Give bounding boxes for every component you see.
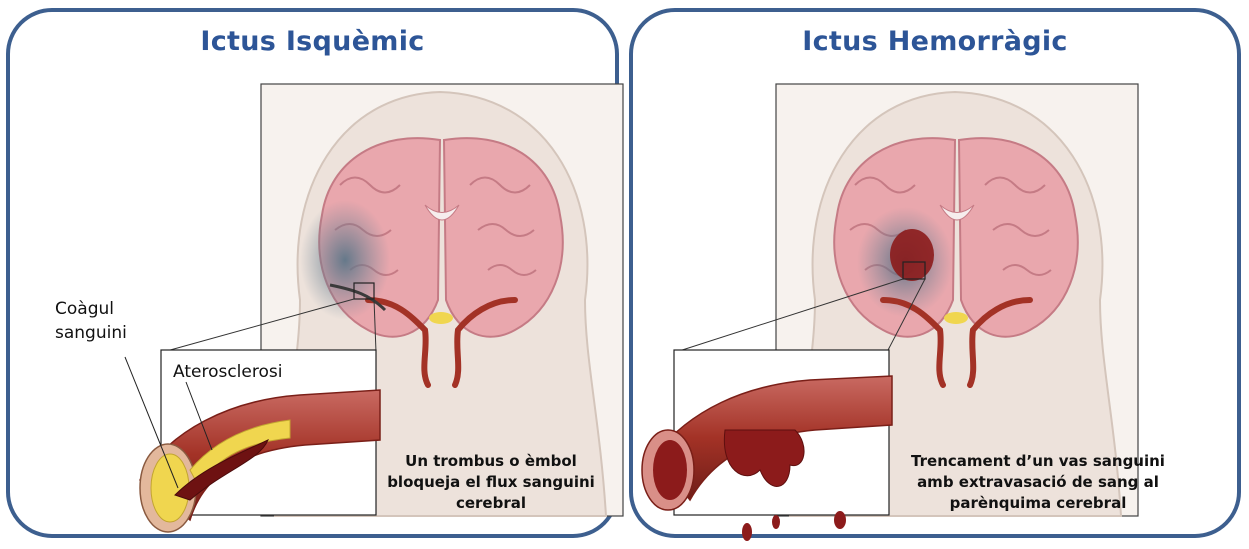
hemorrhagic-caption-line1: Trencament d’un vas sanguini [893,451,1183,472]
ischemic-caption-line2: bloqueja el flux sanguini [383,472,599,493]
hemorrhagic-vessel-inset [642,350,892,541]
hemorrhagic-caption-line3: parènquima cerebral [893,493,1183,514]
hemorrhagic-caption: Trencament d’un vas sanguini amb extrava… [893,451,1183,514]
ischemic-caption-line3: cerebral [383,493,599,514]
hemorrhagic-caption-line2: amb extravasació de sang al [893,472,1183,493]
ischemic-caption: Un trombus o èmbol bloqueja el flux sang… [383,451,599,514]
clot-label-line2: sanguini [55,321,127,345]
ischemic-caption-line1: Un trombus o èmbol [383,451,599,472]
clot-label: Coàgul sanguini [55,297,127,345]
atherosclerosis-label: Aterosclerosi [173,360,282,384]
clot-label-line1: Coàgul [55,297,127,321]
